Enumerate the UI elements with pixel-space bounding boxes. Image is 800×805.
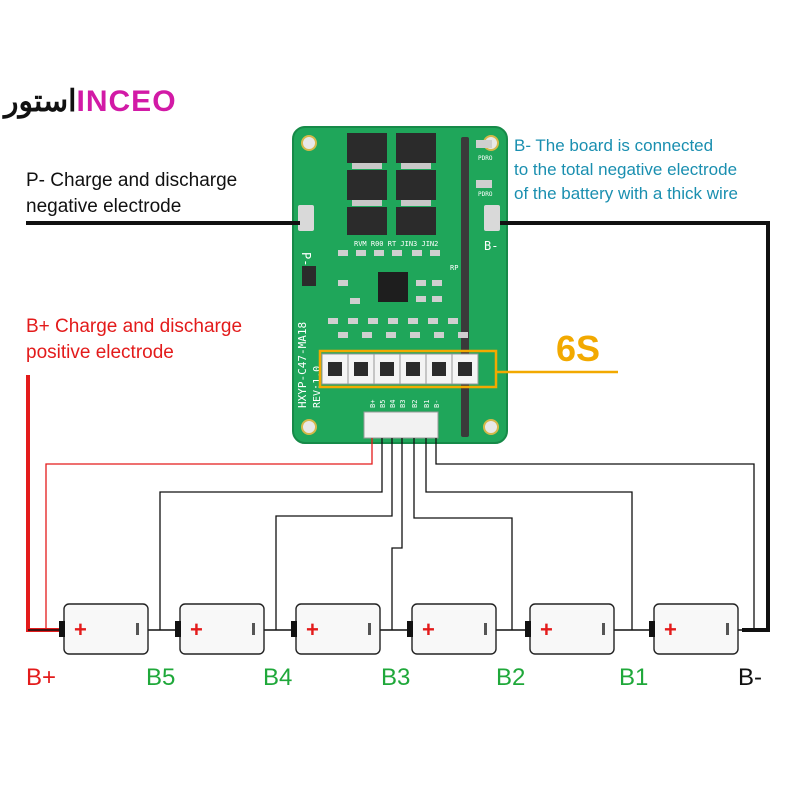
wire-b-plus [45,438,373,630]
balance-resistors [321,353,479,385]
b-minus-annotation: B- The board is connected to the total n… [514,134,738,206]
battery-minus-mark [136,623,139,635]
b-plus-line-2: positive electrode [26,342,174,363]
silk-labels: RVM R00 RT JIN3 JIN2 [354,240,438,248]
connector-pin-label: B2 [411,400,419,408]
logo-text-dark: استور [4,85,77,118]
pcb-board: P- B- [292,126,508,444]
b-plus-wire [26,375,62,632]
sense-resistor [461,137,469,437]
balance-connector [363,411,439,439]
cell-count-label: 6S [556,328,601,369]
node-label-b5: B5 [146,664,176,691]
b-minus-line-2: to the total negative electrode [514,160,738,179]
battery-plus-symbol: + [664,617,677,642]
connector-pin-label: B- [433,400,441,408]
b-minus-line-3: of the battery with a thick wire [514,184,738,203]
node-label-b4: B4 [263,664,293,691]
node-label-b1: B1 [619,664,649,691]
battery-plus-symbol: + [190,617,203,642]
wire-b2 [413,438,513,630]
node-label-b-plus: B+ [26,664,57,691]
node-label-b-minus: B- [738,664,762,691]
battery-plus-symbol: + [422,617,435,642]
mosfets [347,133,436,235]
wire-b-minus [435,438,755,630]
board-rev: REV:1.0 [312,366,323,408]
connector-pin-label: B3 [399,400,407,408]
battery-terminal [649,621,655,637]
wire-b4 [275,438,393,630]
connector-pin-label: B4 [389,400,397,408]
b-minus-line-1: B- The board is connected [514,136,714,155]
battery-minus-mark [484,623,487,635]
silk-pdro-2: PDRO [478,191,493,198]
battery-minus-mark [726,623,729,635]
battery-plus-symbol: + [306,617,319,642]
battery-cell: + [175,603,265,655]
six-s-highlight [318,349,498,389]
mounting-holes [301,135,499,435]
battery-minus-mark [602,623,605,635]
b-plus-line-1: B+ Charge and discharge [26,316,243,337]
battery-terminal [175,621,181,637]
battery-cell: + [291,603,381,655]
wire-b1 [425,438,633,630]
board-model: HXYP-C47-MA18 [296,322,309,408]
diode [302,266,316,286]
pad-b-minus [484,205,500,231]
battery-terminal [291,621,297,637]
battery-cells: + + + + + + [59,603,739,655]
wire-b3 [391,438,403,630]
battery-terminal [525,621,531,637]
battery-cell: + [407,603,497,655]
connector-pin-label: B5 [379,400,387,408]
pad-p-minus [298,205,314,231]
battery-terminal [407,621,413,637]
p-minus-line-2: negative electrode [26,196,182,217]
node-label-b2: B2 [496,664,526,691]
battery-cell: + [59,603,149,655]
battery-plus-symbol: + [540,617,553,642]
balance-wires [45,438,755,630]
logo-text-accent: INCEO [76,85,177,118]
node-label-b3: B3 [381,664,411,691]
b-minus-wire [500,221,770,632]
silk-rp: RP [450,264,458,272]
smd-components [328,140,492,338]
store-logo: استورINCEO [4,84,177,119]
b-plus-annotation: B+ Charge and discharge positive electro… [26,314,242,366]
p-minus-annotation: P- Charge and discharge negative electro… [26,168,237,220]
battery-cell: + [525,603,615,655]
battery-cell: + [649,603,739,655]
connector-pin-label: B1 [423,400,431,408]
silk-pdro-1: PDRO [478,155,493,162]
connector-pin-label: B+ [369,400,377,408]
wire-b5 [159,438,383,630]
control-ic [378,272,408,302]
pad-p-label: P- [299,252,313,266]
battery-terminal [59,621,65,637]
pad-b-label: B- [484,239,498,253]
battery-plus-symbol: + [74,617,87,642]
battery-minus-mark [252,623,255,635]
battery-minus-mark [368,623,371,635]
p-minus-line-1: P- Charge and discharge [26,170,238,191]
